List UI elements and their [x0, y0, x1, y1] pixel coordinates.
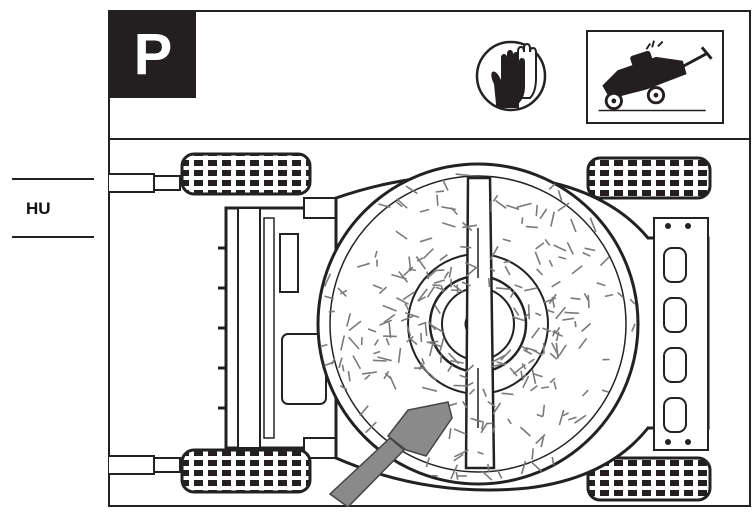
grass-clipping	[532, 448, 533, 459]
grass-clipping	[488, 464, 489, 472]
handle-bar-top	[108, 174, 180, 192]
cutting-blade	[466, 178, 494, 468]
lang-divider-bottom	[12, 236, 94, 238]
grass-clipping	[432, 285, 440, 286]
grass-clipping	[522, 217, 523, 224]
grass-clipping	[489, 278, 490, 287]
grass-clipping	[362, 337, 363, 345]
mower-underside-illustration	[108, 138, 751, 507]
grass-clipping	[526, 227, 538, 228]
grass-clipping	[541, 387, 549, 388]
grass-clipping	[571, 298, 581, 299]
grass-clipping	[521, 371, 522, 378]
grass-clipping	[460, 247, 471, 248]
section-badge: P	[110, 12, 196, 98]
rear-wheel-top	[182, 154, 310, 194]
grass-clipping	[436, 191, 445, 192]
mower-tilted-icon	[586, 30, 724, 124]
front-wheel-top	[588, 158, 710, 198]
grass-clipping	[434, 270, 445, 271]
protective-gloves-icon	[474, 34, 548, 118]
lang-divider-top	[12, 178, 94, 180]
grass-clipping	[502, 393, 514, 394]
grass-clipping	[421, 333, 422, 342]
language-label: HU	[26, 199, 51, 219]
grass-clipping	[437, 195, 438, 206]
grass-clipping	[588, 295, 589, 308]
grass-clipping	[565, 312, 580, 313]
panel-header: P	[110, 12, 749, 140]
grass-clipping	[529, 304, 530, 319]
rear-wheel-bottom	[182, 450, 310, 492]
grass-clipping	[329, 311, 335, 312]
grass-clipping	[441, 355, 442, 363]
grass-clipping	[536, 205, 537, 216]
grass-clipping	[373, 360, 387, 361]
grass-clipping	[457, 284, 458, 294]
grass-clipping	[575, 321, 576, 327]
handle-bar-bottom	[108, 456, 180, 474]
